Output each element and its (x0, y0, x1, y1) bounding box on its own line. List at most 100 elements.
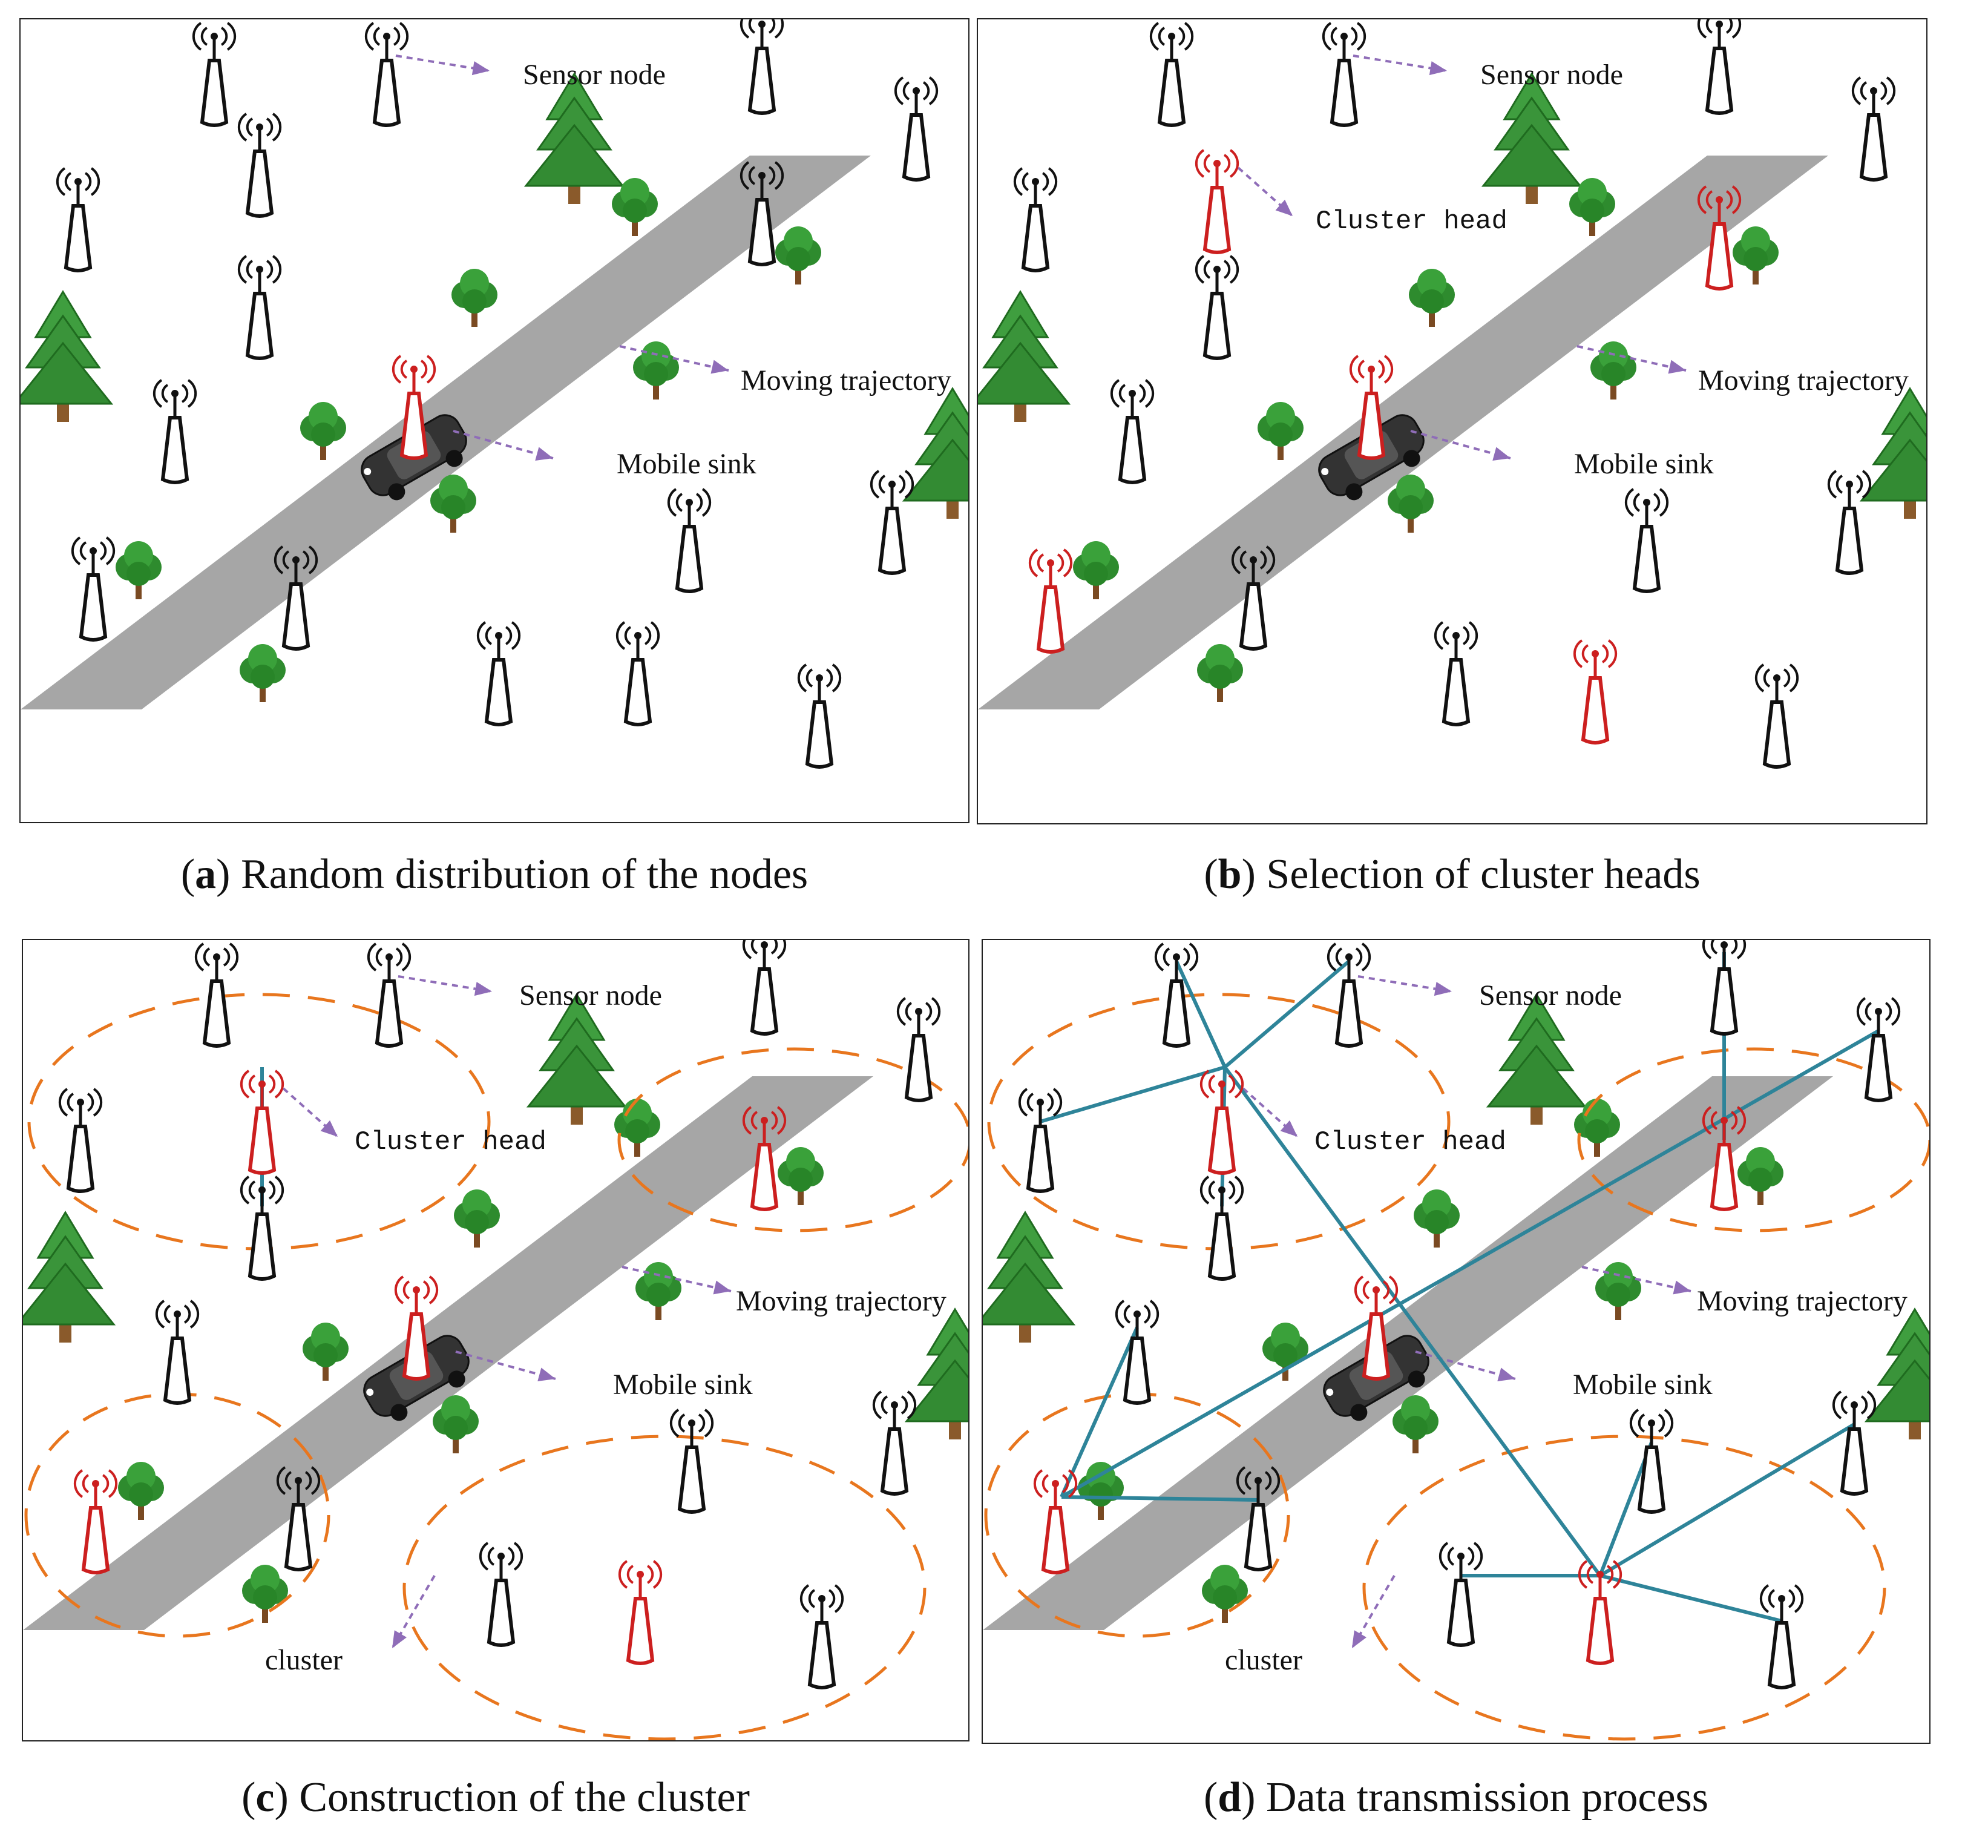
round-tree-icon (635, 1262, 681, 1320)
cluster-boundary (617, 1047, 968, 1232)
round-tree-icon (242, 1565, 288, 1623)
cluster-head-label: Cluster head (1314, 1127, 1506, 1157)
transmission-link (1060, 1326, 1139, 1498)
sensor-node (1754, 663, 1799, 769)
caption-d-letter: d (1218, 1774, 1242, 1821)
round-tree-icon (240, 644, 286, 702)
transmission-link (1599, 1422, 1855, 1577)
cluster-head-label: Cluster head (355, 1127, 546, 1157)
sensor-node (1832, 1390, 1877, 1496)
moving-trajectory-label: Moving trajectory (736, 1285, 946, 1317)
sensor-node (1154, 942, 1199, 1048)
transmission-link (1040, 1065, 1225, 1123)
sensor-node (1827, 470, 1872, 575)
pine-tree-icon (526, 993, 628, 1125)
sensor-node-arrow-head (1429, 61, 1447, 76)
round-tree-icon (1590, 341, 1636, 400)
round-tree-icon (118, 1462, 164, 1520)
round-tree-icon (1073, 541, 1119, 599)
round-tree-icon (1737, 1147, 1783, 1205)
sensor-node (476, 621, 521, 726)
pine-tree-icon (21, 290, 114, 422)
sensor-node (155, 1300, 200, 1405)
sensor-node (1856, 997, 1901, 1102)
caption-b-letter: b (1218, 851, 1242, 898)
round-tree-icon (614, 1099, 660, 1157)
sensor-node (1327, 942, 1371, 1048)
cluster-head-node (1702, 1106, 1747, 1211)
mobile-sink-label: Mobile sink (617, 448, 756, 480)
pine-tree-icon (1864, 1307, 1929, 1439)
cluster-boundary (1577, 1047, 1929, 1232)
sensor-node (1199, 1176, 1244, 1281)
transmission-link (1061, 1495, 1259, 1502)
round-tree-icon (1414, 1189, 1460, 1248)
sensor-node (1115, 1300, 1160, 1405)
mobile-sink-antenna (392, 355, 436, 460)
pine-tree-icon (1481, 72, 1583, 204)
sensor-node (1851, 76, 1896, 182)
caption-a-text: Random distribution of the nodes (240, 851, 809, 898)
pine-tree-icon (1859, 387, 1926, 519)
sensor-node (367, 942, 412, 1048)
cluster-head-label: Cluster head (1316, 206, 1507, 237)
sensor-node (1231, 545, 1276, 651)
caption-b: (b) Selection of cluster heads (1204, 851, 1701, 898)
sensor-node (192, 22, 237, 127)
pine-tree-icon (523, 72, 625, 204)
sensor-node (364, 22, 409, 127)
transmission-link (1224, 959, 1350, 1069)
caption-b-text: Selection of cluster heads (1266, 851, 1701, 898)
caption-a-letter: a (195, 851, 217, 898)
sensor-node (1697, 19, 1742, 115)
cluster-boundary (1362, 1435, 1886, 1741)
trajectory-arrow (622, 1266, 732, 1292)
sensor-node (237, 113, 282, 218)
round-tree-icon (433, 1395, 479, 1453)
cluster-arrow-head (392, 1630, 407, 1648)
mobile-sink-antenna (394, 1275, 439, 1381)
sensor-node (1018, 1088, 1063, 1193)
cluster-head-node (240, 1070, 284, 1175)
sensor-node (1322, 22, 1366, 127)
caption-c-letter: c (255, 1774, 275, 1821)
cluster-head-node (1033, 1469, 1078, 1574)
cluster-arrow-head (1352, 1630, 1367, 1648)
sensor-node (1013, 167, 1058, 272)
cluster-head-arrow (282, 1087, 339, 1138)
caption-d: (d) Data transmission process (1203, 1774, 1709, 1821)
round-tree-icon (1393, 1395, 1439, 1453)
sensor-node (56, 167, 100, 272)
round-tree-icon (300, 402, 346, 460)
round-tree-icon (1202, 1565, 1248, 1623)
caption-a: (a) Random distribution of the nodes (180, 851, 809, 898)
sensor-node (1236, 1466, 1281, 1571)
sensor-node (894, 76, 939, 182)
round-tree-icon (1262, 1323, 1308, 1381)
mobile-sink-arrow-head (537, 1367, 556, 1382)
sensor-node-label: Sensor node (523, 59, 666, 91)
trajectory-arrow-head (1668, 360, 1686, 374)
mobile-sink-arrow-head (535, 447, 553, 461)
sensor-node (194, 942, 239, 1048)
cluster-head-node (1697, 185, 1742, 291)
sensor-node-label: Sensor node (519, 979, 662, 1011)
round-tree-icon (612, 178, 658, 236)
cluster-head-node (73, 1469, 118, 1574)
mobile-sink-label: Mobile sink (1573, 1369, 1713, 1401)
caption-d-text: Data transmission process (1266, 1774, 1709, 1821)
round-tree-icon (633, 341, 679, 400)
sensor-node (615, 621, 660, 726)
mobile-sink-arrow-head (1497, 1367, 1515, 1382)
cluster-head-node (1199, 1070, 1244, 1175)
round-tree-icon (1569, 178, 1615, 236)
cluster-head-arrow-head (1280, 1120, 1297, 1137)
sensor-node (1195, 255, 1239, 360)
transmission-link (1223, 1066, 1602, 1577)
cluster-head-arrow (1242, 1087, 1299, 1138)
mobile-sink-label: Mobile sink (613, 1369, 753, 1401)
round-tree-icon (303, 1323, 349, 1381)
